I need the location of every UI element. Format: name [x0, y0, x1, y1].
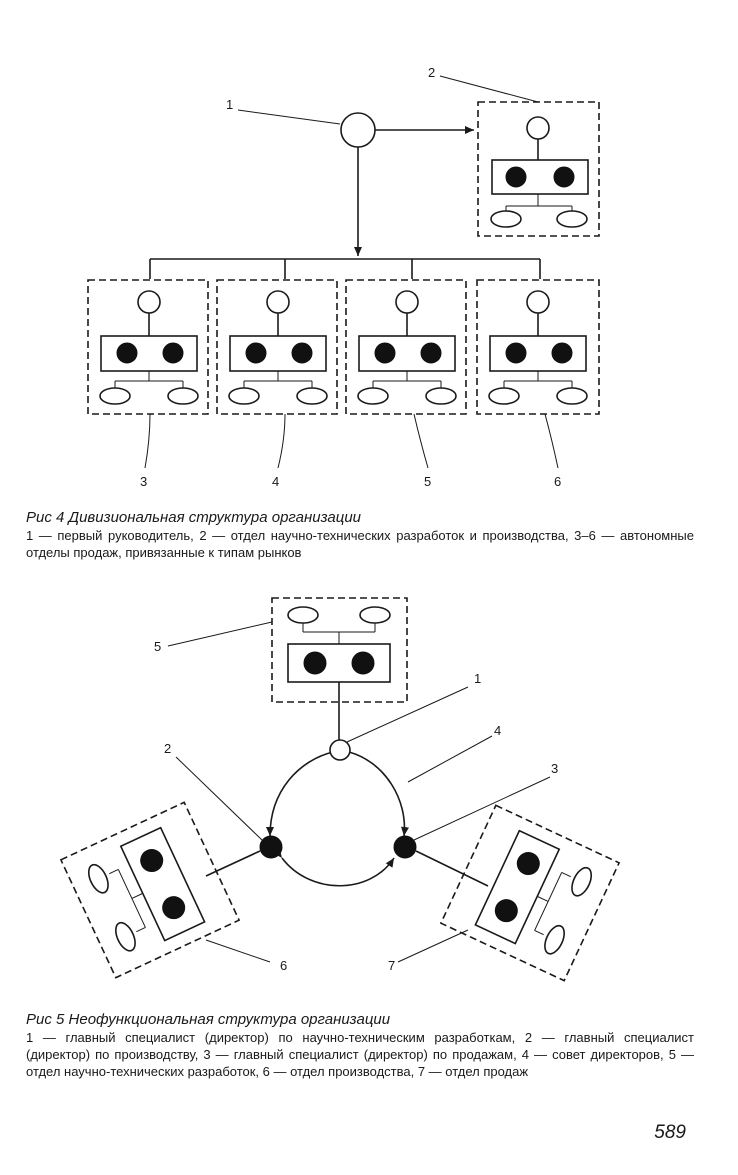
figure-4-caption: Рис 4 Дивизиональная структура организац… [26, 508, 694, 561]
production-department-6 [59, 801, 241, 979]
callout-6: 6 [280, 958, 287, 973]
figure-5-diagram: 1 2 3 4 5 6 7 [59, 597, 621, 982]
callout-1: 1 [474, 671, 481, 686]
callout-2: 2 [428, 65, 435, 80]
figure-5-caption: Рис 5 Неофункциональная структура органи… [26, 1010, 694, 1080]
sales-director-node [393, 835, 417, 859]
sales-department-7 [439, 804, 621, 982]
figure-5-legend: 1 — главный специалист (директор) по нау… [26, 1030, 694, 1079]
figure-4-legend: 1 — первый руководитель, 2 — отдел научн… [26, 528, 694, 560]
sales-department-5 [345, 279, 467, 415]
sales-department-3 [87, 279, 209, 415]
figure-5-title: Рис 5 Неофункциональная структура органи… [26, 1011, 391, 1028]
rd-production-department [477, 101, 600, 237]
callout-5: 5 [154, 639, 161, 654]
callout-7: 7 [388, 958, 395, 973]
callout-6: 6 [554, 474, 561, 489]
callout-3: 3 [140, 474, 147, 489]
figure-4-title: Рис 4 Дивизиональная структура организац… [26, 509, 362, 526]
sales-department-4 [216, 279, 338, 415]
rd-director-node [329, 739, 351, 761]
page-number: 589 [654, 1122, 686, 1143]
callout-2: 2 [164, 741, 171, 756]
callout-3: 3 [551, 761, 558, 776]
production-director-node [259, 835, 283, 859]
rd-department-5 [271, 597, 408, 703]
callout-4: 4 [494, 723, 501, 738]
callout-1: 1 [226, 97, 233, 112]
callout-4: 4 [272, 474, 279, 489]
figure-4-diagram: 1 2 3 4 5 6 [87, 65, 600, 489]
callout-5: 5 [424, 474, 431, 489]
sales-department-6 [476, 279, 600, 415]
